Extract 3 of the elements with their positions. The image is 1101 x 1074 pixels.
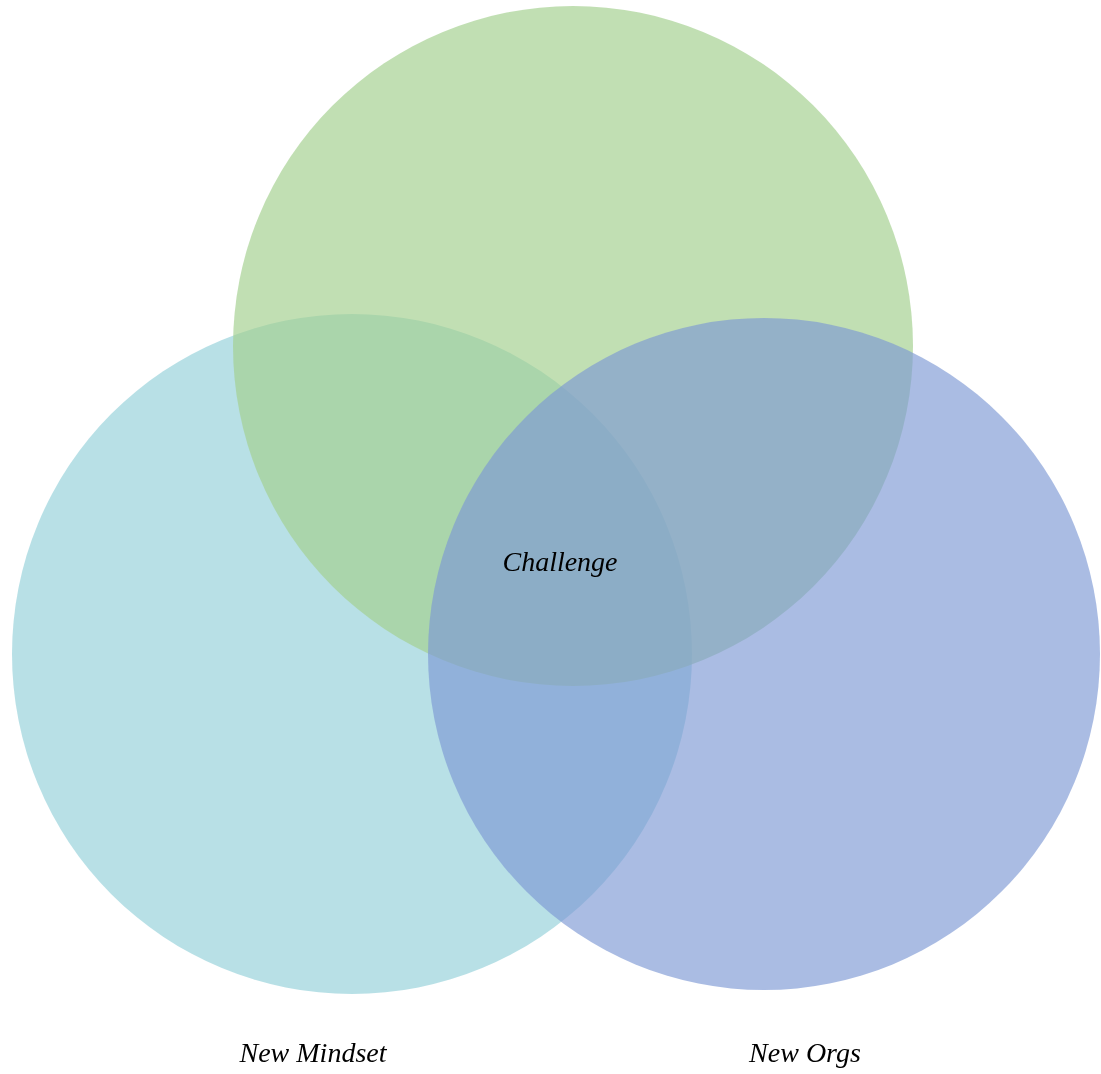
circle-label: New Orgs — [749, 1037, 861, 1069]
center-label: Challenge — [502, 546, 618, 578]
circle-label: New Mindset — [239, 1037, 387, 1069]
